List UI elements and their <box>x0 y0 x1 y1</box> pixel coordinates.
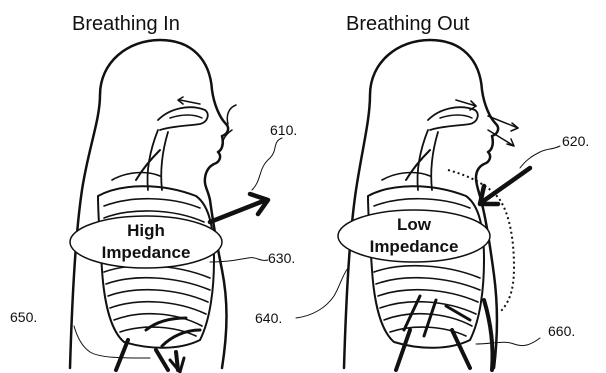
right-ref-640: 640. <box>255 310 282 326</box>
right-body-outline <box>344 40 498 368</box>
left-figure: Breathing In <box>70 13 282 372</box>
left-ref-650: 650. <box>10 309 37 325</box>
right-bubble-line2: Impedance <box>370 237 459 256</box>
right-contraction-arrow <box>482 168 530 202</box>
right-ref-620: 620. <box>562 133 589 149</box>
left-bubble-line2: Impedance <box>102 243 191 262</box>
left-bubble-line1: High <box>127 221 165 240</box>
left-ref-610: 610. <box>270 122 297 138</box>
right-figure: Breathing Out <box>296 13 560 370</box>
right-title: Breathing Out <box>346 13 470 35</box>
right-ref-660: 660. <box>548 323 575 339</box>
left-title: Breathing In <box>72 13 180 35</box>
right-bubble-line1: Low <box>397 215 432 234</box>
left-ref-630: 630. <box>268 250 295 266</box>
